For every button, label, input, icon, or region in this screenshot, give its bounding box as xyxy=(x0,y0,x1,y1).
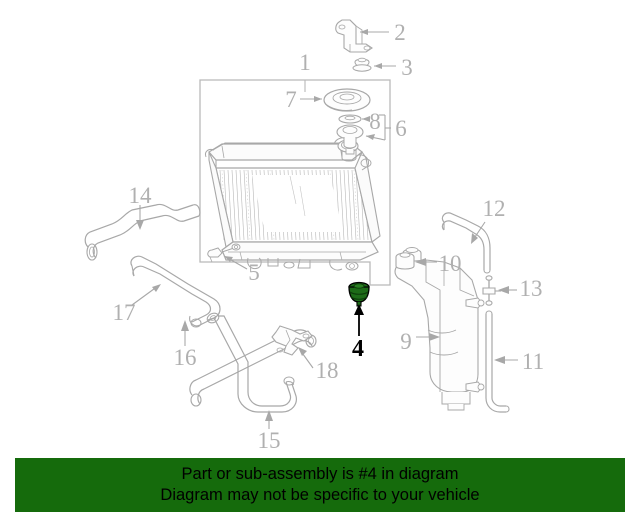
callout-label-17: 17 xyxy=(113,300,136,325)
radiator-core xyxy=(205,137,381,271)
part-17-heater-hose xyxy=(130,255,221,328)
part-11-overflow-tube xyxy=(485,310,510,413)
part-15-bypass-hose xyxy=(206,312,297,413)
callout-label-4: 4 xyxy=(352,336,364,362)
part-13-hose-clamp xyxy=(482,275,501,306)
part-2-upper-bracket xyxy=(335,19,373,53)
leader-14 xyxy=(136,205,144,230)
part-5-drain-cock xyxy=(207,243,241,263)
callout-label-15: 15 xyxy=(258,428,281,453)
callout-label-6: 6 xyxy=(395,116,407,141)
leader-11 xyxy=(494,356,518,364)
banner-line-1: Part or sub-assembly is #4 in diagram xyxy=(181,465,459,483)
leader-3 xyxy=(374,63,396,69)
callout-label-2: 2 xyxy=(394,20,406,45)
callout-label-11: 11 xyxy=(522,349,544,374)
leader-17 xyxy=(131,284,161,306)
part-12-inlet-hose xyxy=(441,212,491,274)
callout-label-9: 9 xyxy=(400,329,412,354)
callout-label-1: 1 xyxy=(299,50,311,75)
part-6-cap-assembly xyxy=(336,124,364,155)
callout-label-14: 14 xyxy=(129,183,153,208)
callout-label-3: 3 xyxy=(401,55,413,80)
leader-6 xyxy=(365,114,391,141)
leader-7 xyxy=(300,96,322,102)
callout-label-10: 10 xyxy=(439,251,462,276)
leader-9 xyxy=(416,333,440,341)
disclaimer-banner: Part or sub-assembly is #4 in diagram Di… xyxy=(15,458,625,512)
part-16-lower-hose xyxy=(189,329,317,407)
banner-line-2: Diagram may not be specific to your vehi… xyxy=(160,486,480,504)
leader-2 xyxy=(360,29,389,35)
part-9-coolant-reservoir xyxy=(394,247,485,411)
callout-label-13: 13 xyxy=(520,276,543,301)
leader-10 xyxy=(415,258,437,266)
callout-label-18: 18 xyxy=(316,358,339,383)
leader-15 xyxy=(265,410,273,429)
leader-13 xyxy=(498,286,517,294)
callout-label-8: 8 xyxy=(369,109,381,134)
part-8-cap-gasket xyxy=(338,114,362,124)
part-3-mount-cushion xyxy=(352,57,372,72)
part-10-reservoir-cap xyxy=(395,252,415,270)
callout-label-12: 12 xyxy=(483,196,506,221)
leader-4 xyxy=(354,304,364,336)
leader-18 xyxy=(298,347,314,369)
callout-label-16: 16 xyxy=(174,345,197,370)
leader-16 xyxy=(181,320,189,346)
callout-labels: 1 2 3 4 5 6 7 8 9 10 11 12 13 14 15 16 1… xyxy=(113,20,545,453)
part-14-upper-hose xyxy=(84,203,201,261)
callout-label-7: 7 xyxy=(285,87,297,112)
part-18-hose-bracket xyxy=(271,325,313,356)
leader-12 xyxy=(471,221,486,244)
part-7-radiator-cap xyxy=(323,88,371,112)
assembly-box-1 xyxy=(199,79,391,286)
part-4-lower-mount-cushion-highlighted xyxy=(348,281,370,307)
callout-label-5: 5 xyxy=(248,260,260,285)
leader-8 xyxy=(362,116,370,122)
leader-5 xyxy=(223,255,248,270)
